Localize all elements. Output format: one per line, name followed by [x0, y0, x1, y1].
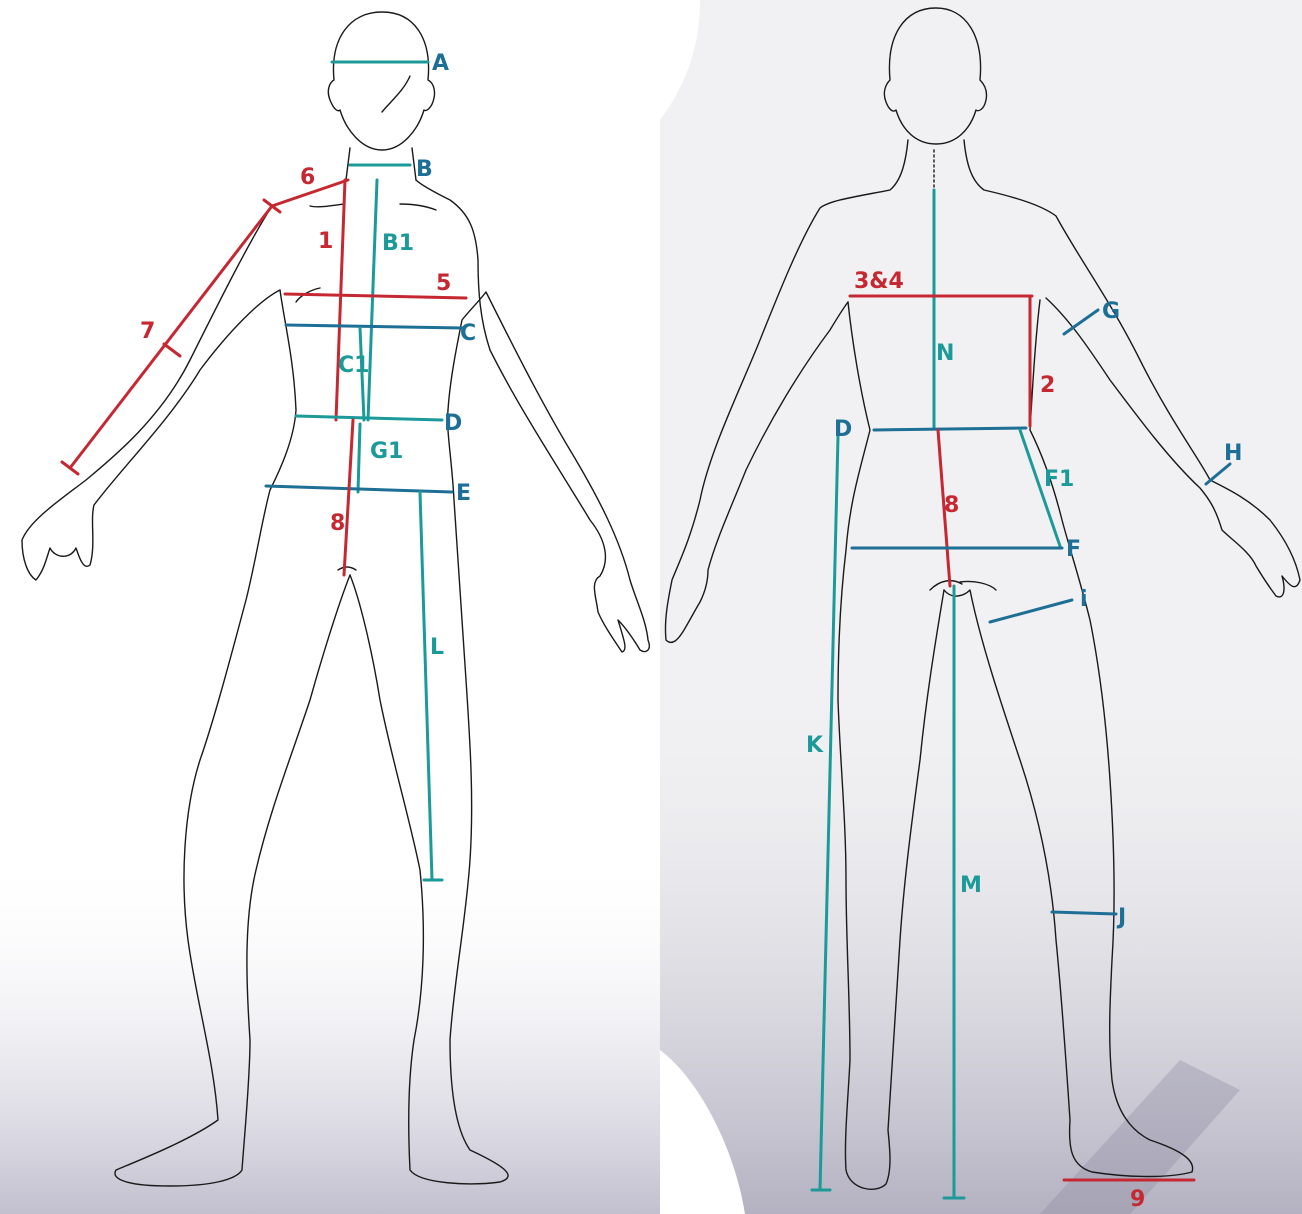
- label-N: N: [936, 341, 954, 366]
- label-M: M: [960, 873, 982, 898]
- label-F1: F1: [1044, 467, 1074, 492]
- label-B: B: [416, 157, 433, 182]
- label-J: J: [1116, 905, 1126, 930]
- paper-left-shade: [0, 0, 660, 1214]
- label-8-back: 8: [944, 493, 959, 518]
- label-C: C: [460, 321, 476, 346]
- label-B1: B1: [382, 231, 414, 256]
- label-G1: G1: [370, 439, 403, 464]
- label-1: 1: [318, 229, 333, 254]
- label-G: G: [1102, 299, 1120, 324]
- label-9: 9: [1130, 1187, 1145, 1212]
- label-7: 7: [140, 319, 155, 344]
- measure-J-calf: [1052, 912, 1116, 914]
- paper-right-shade: [660, 0, 1302, 1214]
- measure-D-back-waist: [874, 428, 1026, 430]
- label-L: L: [430, 635, 444, 660]
- label-A: A: [432, 51, 449, 76]
- label-E: E: [456, 481, 471, 506]
- label-3-4: 3&4: [854, 269, 904, 294]
- measure-G1-waist-hip: [358, 424, 360, 492]
- label-D-back: D: [834, 417, 852, 442]
- label-F: F: [1066, 537, 1081, 562]
- label-2: 2: [1040, 373, 1055, 398]
- label-5: 5: [436, 271, 451, 296]
- label-i: i: [1080, 587, 1088, 612]
- label-8: 8: [330, 511, 345, 536]
- label-H: H: [1224, 441, 1242, 466]
- label-C1: C1: [338, 353, 369, 378]
- label-K: K: [806, 733, 824, 758]
- label-6: 6: [300, 165, 315, 190]
- label-D: D: [444, 411, 462, 436]
